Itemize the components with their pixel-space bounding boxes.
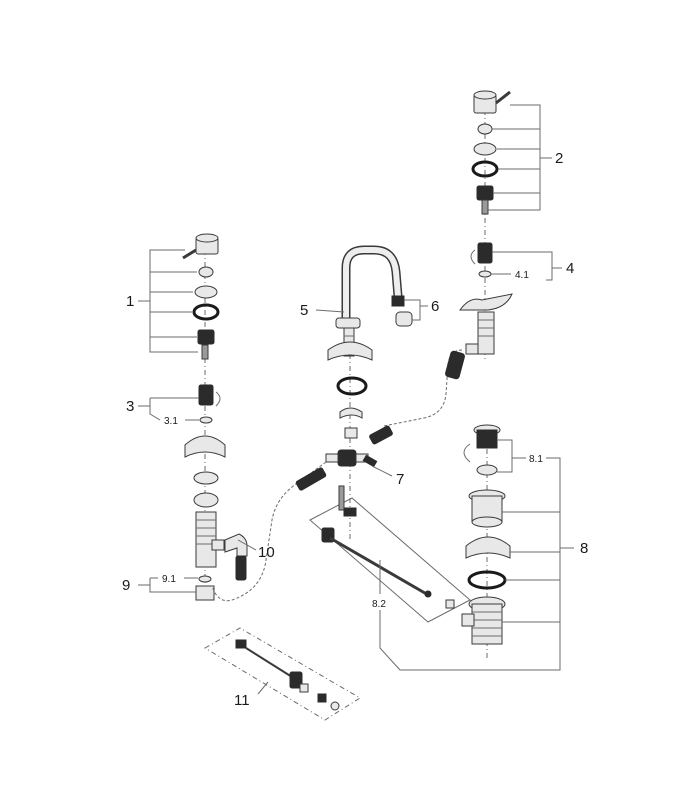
right-deck-spacer bbox=[459, 293, 513, 311]
left-hose-end bbox=[295, 467, 327, 491]
callout-4: 4 bbox=[566, 260, 574, 277]
spout-assembly bbox=[325, 245, 413, 540]
right-cartridge-ring bbox=[478, 270, 492, 278]
callout-labels: 1 2 3 3.1 4 4.1 5 6 7 8 8.1 8.2 9 9.1 10… bbox=[122, 150, 588, 709]
leader-lines bbox=[138, 104, 574, 695]
callout-11: 11 bbox=[234, 692, 250, 709]
right-adapter bbox=[476, 185, 494, 201]
pop-up-rod-assembly bbox=[309, 485, 471, 623]
spare-rod-kit bbox=[204, 627, 361, 721]
tee-connector bbox=[325, 449, 378, 468]
rod-mounting-plane bbox=[309, 497, 471, 623]
right-valve-body bbox=[465, 311, 495, 355]
right-cap-ring bbox=[477, 123, 493, 135]
left-bottom-nut bbox=[195, 585, 215, 601]
left-valve-body bbox=[195, 511, 225, 568]
callout-2: 2 bbox=[555, 150, 563, 167]
left-9-1-ring bbox=[198, 575, 212, 583]
lift-rod bbox=[338, 485, 345, 511]
callout-3-1: 3.1 bbox=[164, 416, 178, 427]
right-hose-nut bbox=[369, 425, 393, 445]
left-cap-ring bbox=[198, 266, 214, 278]
right-o-ring bbox=[471, 160, 499, 178]
spout-deck-spacer bbox=[327, 341, 373, 361]
callout-3: 3 bbox=[126, 398, 134, 415]
left-o-ring bbox=[192, 303, 220, 321]
flex-hoses bbox=[211, 349, 465, 602]
right-escutcheon bbox=[473, 142, 497, 156]
left-escutcheon bbox=[194, 285, 218, 299]
callout-9: 9 bbox=[122, 577, 130, 594]
left-screw bbox=[201, 344, 209, 360]
left-deck-spacer bbox=[184, 435, 226, 458]
callout-5: 5 bbox=[300, 302, 308, 319]
right-cartridge bbox=[470, 242, 493, 265]
callout-8-1: 8.1 bbox=[529, 454, 543, 465]
right-lever-handle bbox=[473, 90, 511, 114]
pop-up-drain bbox=[461, 424, 511, 660]
callout-9-1: 9.1 bbox=[162, 574, 176, 585]
callout-8: 8 bbox=[580, 540, 588, 557]
pivot-nut bbox=[445, 599, 455, 609]
callout-1: 1 bbox=[126, 293, 134, 310]
callout-4-1: 4.1 bbox=[515, 270, 529, 281]
spout-clip bbox=[339, 407, 363, 419]
left-cartridge bbox=[198, 384, 221, 407]
drain-flange bbox=[468, 489, 506, 528]
aerator bbox=[391, 295, 413, 327]
spout-nut bbox=[344, 427, 358, 439]
callout-8-2: 8.2 bbox=[372, 599, 386, 610]
right-screw bbox=[481, 199, 489, 215]
left-handle-assembly bbox=[182, 233, 248, 601]
left-adapter bbox=[197, 329, 215, 345]
right-handle-assembly bbox=[459, 90, 513, 360]
left-cartridge-ring bbox=[199, 416, 213, 424]
stopper-ring bbox=[476, 464, 498, 476]
spout-gasket bbox=[336, 376, 368, 396]
drain-stopper bbox=[463, 424, 501, 463]
spout bbox=[335, 245, 403, 357]
callout-7: 7 bbox=[396, 471, 404, 488]
left-elbow-fitting bbox=[224, 533, 248, 581]
right-hose-end bbox=[445, 350, 465, 380]
left-nut bbox=[193, 492, 219, 508]
left-washer bbox=[193, 471, 219, 485]
callout-10: 10 bbox=[258, 544, 275, 561]
callout-6: 6 bbox=[431, 298, 439, 315]
clevis-clip bbox=[343, 507, 357, 517]
drain-spacer bbox=[465, 536, 511, 559]
left-lever-handle bbox=[182, 233, 219, 260]
drain-body bbox=[461, 596, 506, 645]
